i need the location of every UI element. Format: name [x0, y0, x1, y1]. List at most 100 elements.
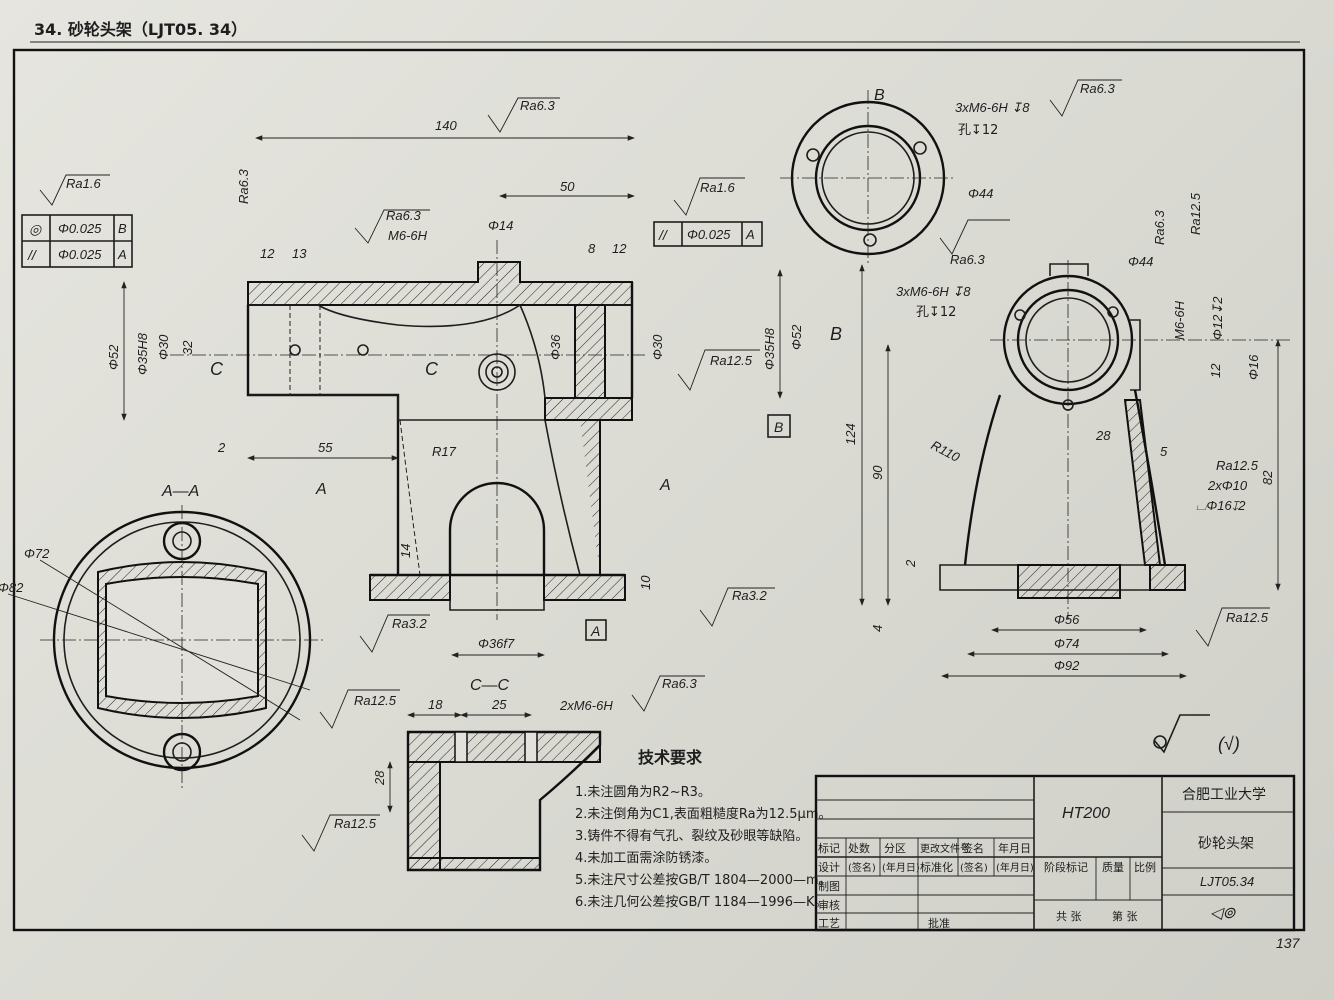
- dim-r17: R17: [432, 444, 457, 459]
- page-number: 137: [1276, 935, 1301, 951]
- tol-datum-1: B: [118, 221, 127, 236]
- side-2: 2: [903, 559, 918, 568]
- side-phi12: Φ12↧2: [1210, 296, 1225, 340]
- tech-title: 技术要求: [638, 748, 703, 767]
- side-90: 90: [870, 465, 885, 480]
- view-b-arrow: B: [830, 324, 842, 344]
- tol-right-value: Φ0.025: [687, 227, 731, 242]
- side-ra-top: Ra6.3: [950, 252, 985, 267]
- section-cc: C—C 18 25 2xM6-6H Ra6.3 28 Ra12.5: [301, 675, 705, 872]
- tolerance-frame-left: ◎ Φ0.025 B // Φ0.025 A: [21, 214, 133, 268]
- view-b-label: B: [874, 87, 885, 104]
- col-mark: 标记: [818, 841, 840, 855]
- row-approve: 批准: [928, 916, 950, 930]
- dim-phi35h8-left: Φ35H8: [135, 332, 150, 375]
- tech-item-6: 6.未注几何公差按GB/T 1184—1996—K。: [575, 894, 828, 910]
- sheet-number: 第 张: [1112, 909, 1138, 923]
- aa-phi82: Φ82: [0, 580, 24, 595]
- side-ra-v2: Ra12.5: [1188, 192, 1203, 235]
- aa-phi72: Φ72: [24, 546, 50, 561]
- tech-item-4: 4.未加工面需涂防锈漆。: [575, 850, 717, 866]
- tol-value-2: Φ0.025: [58, 247, 102, 262]
- dim-phi35h8-right: Φ35H8: [762, 327, 777, 370]
- row-draw: 制图: [818, 880, 840, 893]
- section-c-left: C: [210, 359, 224, 379]
- side-ra125c: Ra12.5: [1226, 610, 1269, 625]
- side-phi56: Φ56: [1054, 612, 1080, 627]
- dim-13: 13: [292, 246, 307, 261]
- view-b: B 3xM6-6H ↧8 孔↧12 Φ44 Ra6.3: [780, 79, 1122, 266]
- tol-datum-2: A: [117, 247, 127, 262]
- side-12: 12: [1208, 363, 1223, 378]
- row-design: 设计: [818, 861, 840, 874]
- section-a-left: A: [315, 481, 327, 498]
- datum-a: A: [590, 623, 600, 639]
- dim-phi36: Φ36: [548, 334, 563, 360]
- ra-3-2-left: Ra3.2: [392, 616, 427, 631]
- col-count: 处数: [848, 842, 870, 855]
- row-standardization: 标准化: [920, 860, 953, 874]
- row-design-sign: (签名): [848, 861, 876, 874]
- view-b-ra: Ra6.3: [1080, 81, 1115, 96]
- side-phi16: Φ16: [1246, 354, 1261, 380]
- dim-12b: 12: [612, 241, 627, 256]
- school-name: 合肥工业大学: [1182, 787, 1266, 803]
- side-28: 28: [1095, 428, 1111, 443]
- ra-left-top: Ra6.3: [236, 169, 251, 204]
- dim-phi30-left: Φ30: [156, 334, 171, 360]
- side-phi74: Φ74: [1054, 636, 1079, 651]
- datum-b: B: [774, 419, 783, 435]
- cc-25: 25: [491, 697, 507, 712]
- dim-phi36f7: Φ36f7: [478, 636, 515, 651]
- tech-item-3: 3.铸件不得有气孔、裂纹及砂眼等缺陷。: [575, 828, 808, 844]
- tol-symbol-parallel: //: [27, 247, 38, 263]
- cc-18: 18: [428, 697, 443, 712]
- side-ra-v1: Ra6.3: [1152, 210, 1167, 245]
- tol-value-1: Φ0.025: [58, 221, 102, 236]
- dim-10: 10: [638, 575, 653, 590]
- side-5: 5: [1160, 444, 1168, 459]
- tech-item-2: 2.未注倒角为C1,表面粗糙度Ra为12.5μm。: [575, 806, 831, 822]
- part-name: 砂轮头架: [1198, 836, 1254, 852]
- cc-holes: 2xM6-6H: [559, 698, 613, 713]
- row-std-date: (年月日): [996, 861, 1034, 874]
- ra-thread: Ra6.3: [386, 208, 421, 223]
- side-124: 124: [843, 423, 858, 445]
- material: HT200: [1062, 805, 1110, 822]
- ra-1-6-right: Ra1.6: [700, 180, 735, 195]
- tech-requirements: 技术要求 1.未注圆角为R2~R3。 2.未注倒角为C1,表面粗糙度Ra为12.…: [575, 748, 832, 910]
- dim-phi14: Φ14: [488, 218, 513, 233]
- col-date: 年月日: [998, 841, 1031, 855]
- section-a-right: A: [659, 477, 671, 494]
- sheets-total: 共 张: [1056, 910, 1082, 923]
- dim-phi52-right: Φ52: [789, 324, 804, 350]
- main-view: 140 50 Φ14 12 13 8 12 Φ52 Φ35H8 Φ30 32 Φ…: [39, 97, 842, 658]
- tol-right-datum: A: [745, 227, 755, 242]
- cc-ra: Ra6.3: [662, 676, 697, 691]
- ra-top: Ra6.3: [520, 98, 555, 113]
- ra-12-5: Ra12.5: [710, 353, 753, 368]
- drawing-border: [12, 48, 1306, 932]
- side-82: 82: [1260, 470, 1275, 485]
- tech-item-1: 1.未注圆角为R2~R3。: [575, 785, 711, 800]
- top-wall-section: [247, 261, 633, 306]
- tol-symbol-concentric: ◎: [29, 221, 43, 237]
- side-phi92: Φ92: [1054, 658, 1080, 673]
- dim-140: 140: [435, 118, 457, 133]
- view-b-phi44: Φ44: [968, 186, 993, 201]
- dim-32: 32: [180, 340, 195, 355]
- dim-2: 2: [217, 440, 226, 455]
- side-view: Ra6.3 Ra6.3 Ra12.5 Φ44 3xM6-6H ↧8 孔↧12 M…: [843, 192, 1290, 679]
- thread-m6: M6-6H: [388, 228, 428, 243]
- stage-mark: 阶段标记: [1044, 860, 1088, 874]
- section-aa: A—A Φ72 Φ82 Ra12.5: [0, 483, 400, 790]
- col-sign: 签名: [962, 841, 984, 855]
- dim-12a: 12: [260, 246, 275, 261]
- row-std-sign: (签名): [960, 861, 988, 874]
- cc-28: 28: [372, 770, 387, 786]
- col-zone: 分区: [884, 842, 906, 855]
- side-r110: R110: [929, 437, 963, 465]
- view-b-hole-depth: 孔↧12: [958, 123, 998, 138]
